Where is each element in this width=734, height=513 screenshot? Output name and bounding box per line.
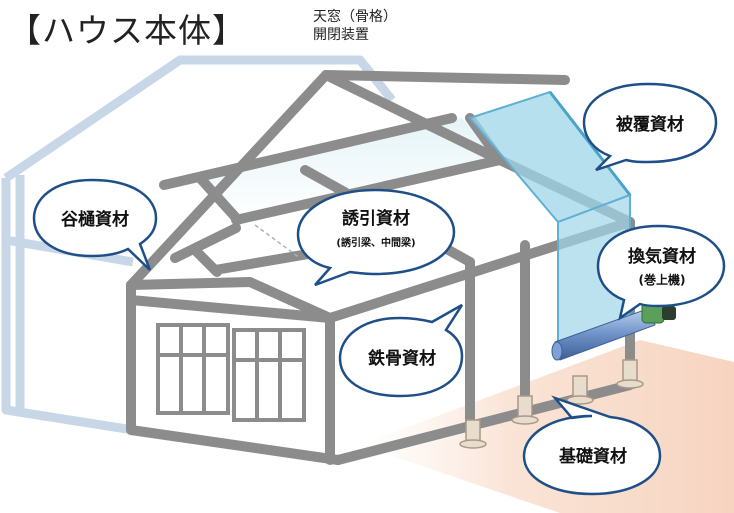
valley-gutter-label: 谷樋資材 [61, 209, 129, 230]
roll-up-winder [551, 302, 676, 361]
covering-label: 被覆資材 [616, 114, 684, 135]
ventilation-label: 換気資材 [628, 246, 696, 267]
front-door [156, 323, 306, 422]
covering-film [468, 90, 632, 347]
foundation-label: 基礎資材 [558, 446, 627, 467]
skylight-note: 天窓（骨格） 開閉装置 [313, 8, 397, 44]
purlin-label: 誘引資材 [342, 208, 410, 229]
roof-skylight [200, 118, 500, 220]
foundation-posts [459, 359, 644, 449]
callout-valley-gutter: 谷樋資材 [32, 178, 158, 271]
purlin-sublabel: (誘引梁、中間梁) [336, 236, 415, 249]
dashed-brace [254, 224, 301, 259]
callout-ventilation: 換気資材 (巻上機) [596, 224, 726, 321]
callout-purlin: 誘引資材 (誘引梁、中間梁) [296, 188, 456, 287]
callout-steel: 鉄骨資材 [338, 303, 464, 398]
skylight-note-line1: 天窓（骨格） [313, 9, 397, 25]
callout-covering: 被覆資材 [582, 82, 718, 172]
skylight-note-line2: 開閉装置 [313, 27, 369, 43]
page-title: 【ハウス本体】 [8, 11, 246, 50]
steel-label: 鉄骨資材 [368, 348, 436, 369]
ventilation-sublabel: (巻上機) [639, 272, 686, 287]
callout-foundation: 基礎資材 [522, 395, 662, 496]
